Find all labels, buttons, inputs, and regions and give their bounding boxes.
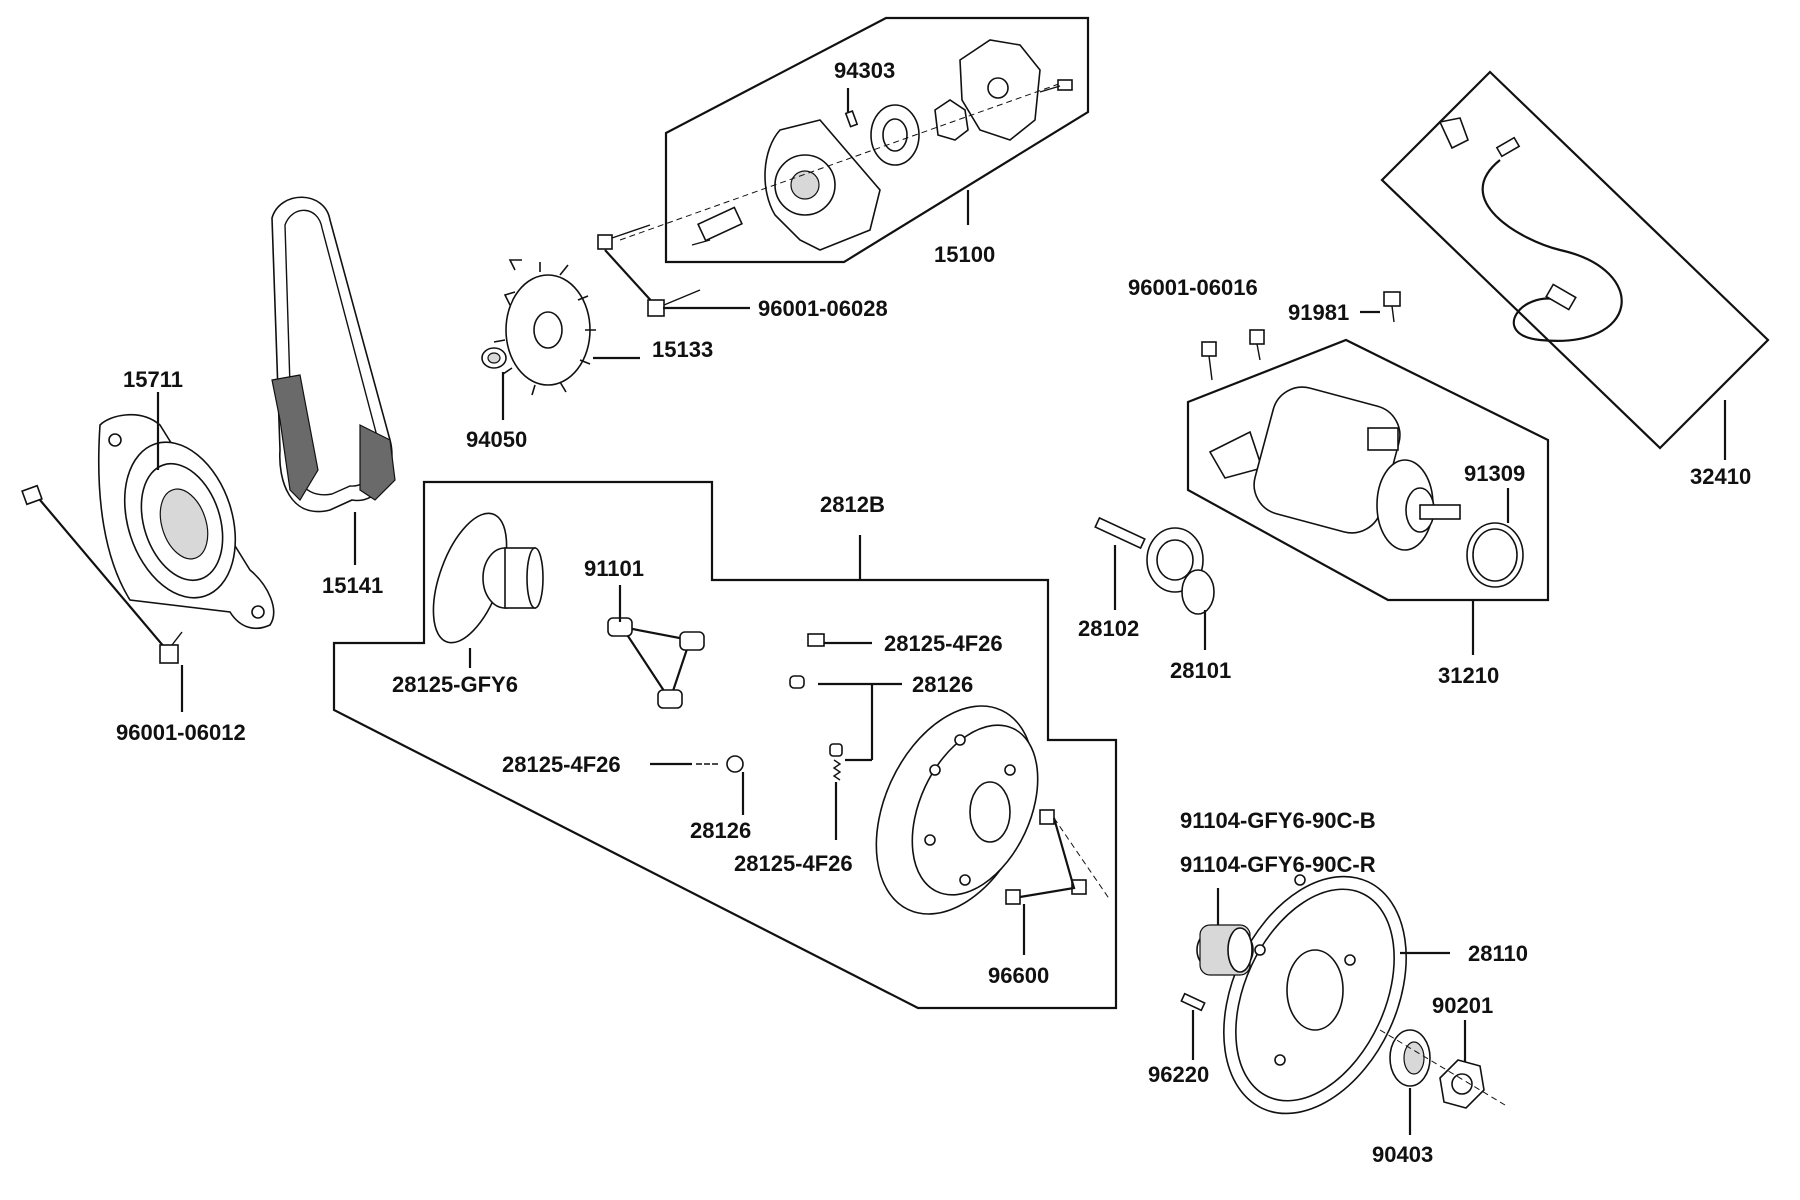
label-15141: 15141	[322, 573, 383, 598]
bolts-96600	[1005, 809, 1111, 905]
label-96001-06028: 96001-06028	[758, 296, 888, 321]
label-91309: 91309	[1464, 461, 1525, 486]
label-28101: 28101	[1170, 658, 1231, 683]
label-94050: 94050	[466, 427, 527, 452]
shaft-28102	[1094, 516, 1146, 550]
bearing-91104	[1196, 924, 1254, 976]
cover-15711	[97, 413, 275, 629]
cable-32410	[1438, 117, 1623, 342]
nut-90201	[1379, 1029, 1506, 1109]
label-28125-GFY6: 28125-GFY6	[392, 672, 518, 697]
label-28125-4F26-a: 28125-4F26	[884, 631, 1003, 656]
label-91104-B: 91104-GFY6-90C-B	[1180, 808, 1376, 833]
leader-lines	[156, 88, 1727, 1135]
label-32410: 32410	[1690, 464, 1751, 489]
label-94303: 94303	[834, 58, 895, 83]
label-91981: 91981	[1288, 300, 1349, 325]
label-2812B: 2812B	[820, 492, 885, 517]
nut-94050	[481, 347, 507, 369]
label-28125-4F26-b: 28125-4F26	[502, 752, 621, 777]
label-90403: 90403	[1372, 1142, 1433, 1167]
label-15711: 15711	[123, 367, 183, 392]
label-96220: 96220	[1148, 1062, 1209, 1087]
label-96001-06012: 96001-06012	[116, 720, 246, 745]
starter-motor-31210	[1208, 386, 1461, 551]
label-15133: 15133	[652, 337, 713, 362]
bolts-96001-06016	[1201, 329, 1265, 381]
gear-28110	[1223, 874, 1407, 1115]
gear-28101	[1146, 527, 1215, 615]
bolt-96001-06012	[21, 484, 183, 664]
sprocket-15133	[493, 259, 596, 396]
o-ring-91309	[1466, 522, 1524, 588]
clutch-body	[875, 705, 1039, 915]
label-96600: 96600	[988, 963, 1049, 988]
group-box-31210	[1186, 338, 1550, 602]
key-96220	[1180, 992, 1206, 1012]
label-90201: 90201	[1432, 993, 1493, 1018]
group-box-2812B	[332, 480, 1118, 1010]
washer-90403	[1389, 1029, 1431, 1087]
label-31210: 31210	[1438, 663, 1499, 688]
label-15100: 15100	[934, 242, 995, 267]
label-96001-06016: 96001-06016	[1128, 275, 1258, 300]
rollers-91101	[607, 617, 705, 709]
label-91104-R: 91104-GFY6-90C-R	[1180, 852, 1376, 877]
bolts-96001-06028	[597, 224, 701, 317]
screw-91981	[1383, 291, 1401, 323]
group-box-32410	[1380, 70, 1770, 450]
group-box-15100	[664, 16, 1090, 264]
label-28102: 28102	[1078, 616, 1139, 641]
oil-pump-15100	[619, 39, 1073, 251]
label-28110: 28110	[1468, 941, 1528, 966]
clutch-outer-28125-GFY6	[432, 512, 544, 644]
springs-and-plungers	[696, 633, 843, 781]
label-28125-4F26-c: 28125-4F26	[734, 851, 853, 876]
label-28126-b: 28126	[690, 818, 751, 843]
chain-15141	[271, 196, 396, 513]
label-28126-a: 28126	[912, 672, 973, 697]
label-91101: 91101	[584, 556, 644, 581]
